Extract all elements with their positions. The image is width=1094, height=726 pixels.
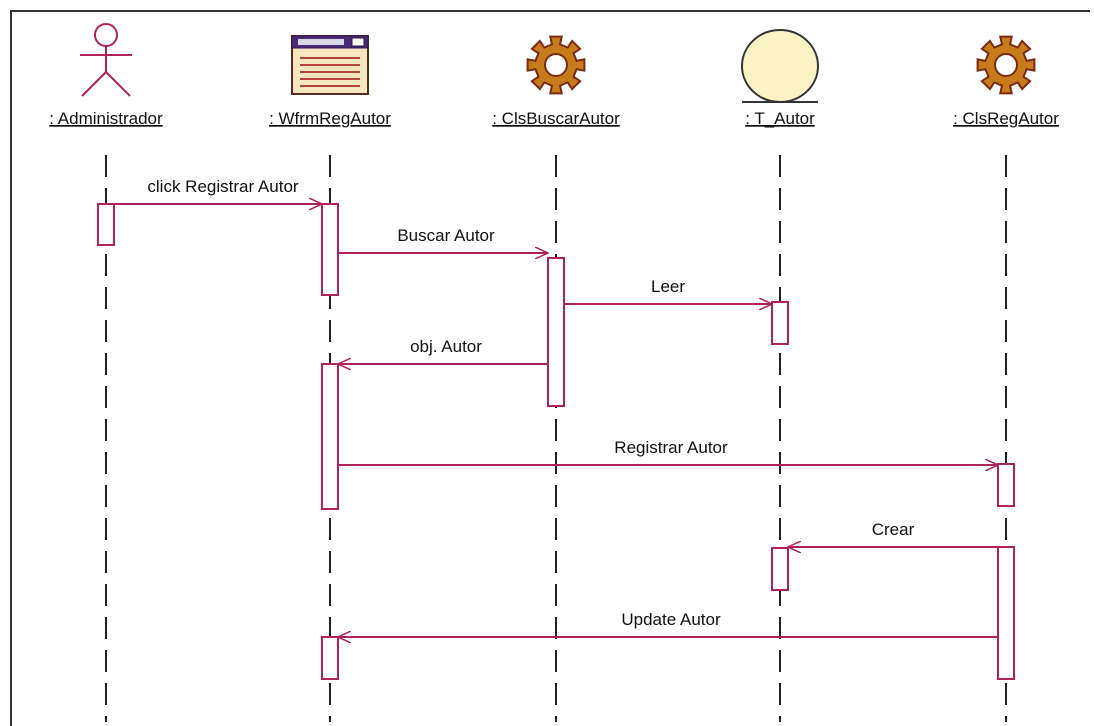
activation-bar — [771, 547, 789, 591]
activation-bar — [321, 203, 339, 296]
message-label-7: Update Autor — [621, 610, 721, 629]
message-label-5: Registrar Autor — [614, 438, 728, 457]
window-form-icon — [291, 35, 369, 95]
activation-bar — [321, 636, 339, 680]
participant-label-wfrm: : WfrmRegAutor — [269, 109, 391, 128]
activation-bar — [97, 203, 115, 246]
message-label-2: Buscar Autor — [397, 226, 495, 245]
activation-bar — [771, 301, 789, 345]
participant-label-admin: : Administrador — [49, 109, 163, 128]
message-label-3: Leer — [651, 277, 685, 296]
message-label-1: click Registrar Autor — [147, 177, 298, 196]
diagram-frame — [10, 10, 1090, 726]
activation-bar — [997, 463, 1015, 507]
participant-label-reg: : ClsRegAutor — [953, 109, 1059, 128]
participant-label-tautor: : T_Autor — [745, 109, 815, 128]
gear-control-icon — [976, 35, 1036, 95]
message-label-4: obj. Autor — [410, 337, 482, 356]
actor-icon — [80, 23, 132, 97]
message-label-6: Crear — [872, 520, 915, 539]
participant-label-buscar: : ClsBuscarAutor — [492, 109, 620, 128]
activation-bar — [321, 363, 339, 510]
gear-control-icon — [526, 35, 586, 95]
activation-bar — [997, 546, 1015, 680]
activation-bar — [547, 257, 565, 407]
entity-circle-icon — [741, 29, 819, 103]
